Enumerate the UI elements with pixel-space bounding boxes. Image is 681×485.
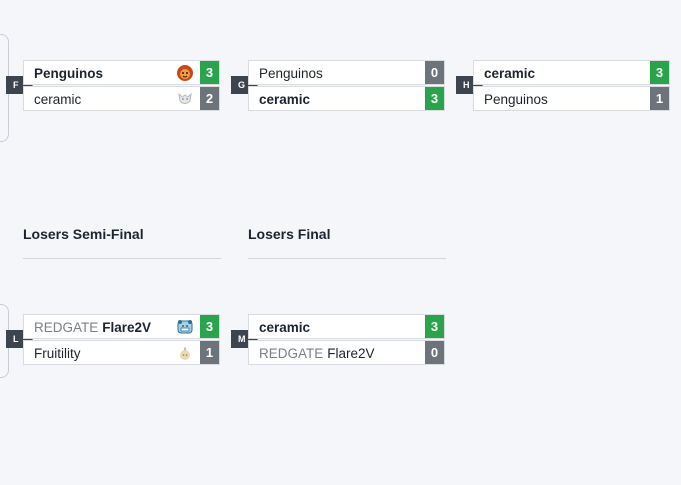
team-name: ceramic — [484, 66, 536, 81]
score-badge: 1 — [650, 87, 669, 110]
wolf-logo-icon — [178, 92, 192, 104]
lion-logo-icon — [177, 65, 193, 81]
round-title-losers-semi-final: Losers Semi-Final — [23, 226, 144, 242]
team-name: Penguinos — [259, 66, 323, 81]
team-row[interactable]: Penguinos 1 — [473, 86, 670, 111]
score-badge: 0 — [425, 61, 444, 84]
team-row[interactable]: Penguinos 0 — [248, 60, 445, 85]
team-name: Penguinos — [484, 92, 548, 107]
match-g[interactable]: G Penguinos 0 ceramic 3 — [231, 60, 445, 111]
match-f[interactable]: F Penguinos 3 ceramic 2 — [6, 60, 220, 111]
team-row[interactable]: ceramic 3 — [248, 86, 445, 111]
team-prefix: REDGATE — [34, 320, 99, 335]
team-name: ceramic — [34, 92, 82, 107]
team-row[interactable]: ceramic 2 — [23, 86, 220, 111]
team-row[interactable]: ceramic 3 — [248, 314, 445, 339]
team-prefix: REDGATE — [259, 346, 324, 361]
score-badge: 3 — [650, 61, 669, 84]
score-badge: 3 — [200, 61, 219, 84]
score-badge: 1 — [200, 341, 219, 364]
team-name: ceramic — [259, 92, 311, 107]
team-name: Fruitility — [34, 346, 81, 361]
score-badge: 2 — [200, 87, 219, 110]
round-divider — [23, 258, 221, 259]
bear-logo-icon — [177, 320, 193, 334]
score-badge: 0 — [425, 341, 444, 364]
match-h[interactable]: H ceramic 3 Penguinos 1 — [456, 60, 670, 111]
team-row[interactable]: Penguinos 3 — [23, 60, 220, 85]
team-name-text: Flare2V — [327, 346, 375, 361]
round-divider — [248, 258, 446, 259]
team-row[interactable]: ceramic 3 — [473, 60, 670, 85]
round-title-losers-final: Losers Final — [248, 226, 331, 242]
team-name-text: Flare2V — [102, 320, 152, 335]
score-badge: 3 — [425, 315, 444, 338]
score-badge: 3 — [200, 315, 219, 338]
team-name: Penguinos — [34, 66, 104, 81]
team-row[interactable]: Fruitility 1 — [23, 340, 220, 365]
score-badge: 3 — [425, 87, 444, 110]
fruit-logo-icon — [180, 347, 190, 360]
team-name: ceramic — [259, 320, 311, 335]
